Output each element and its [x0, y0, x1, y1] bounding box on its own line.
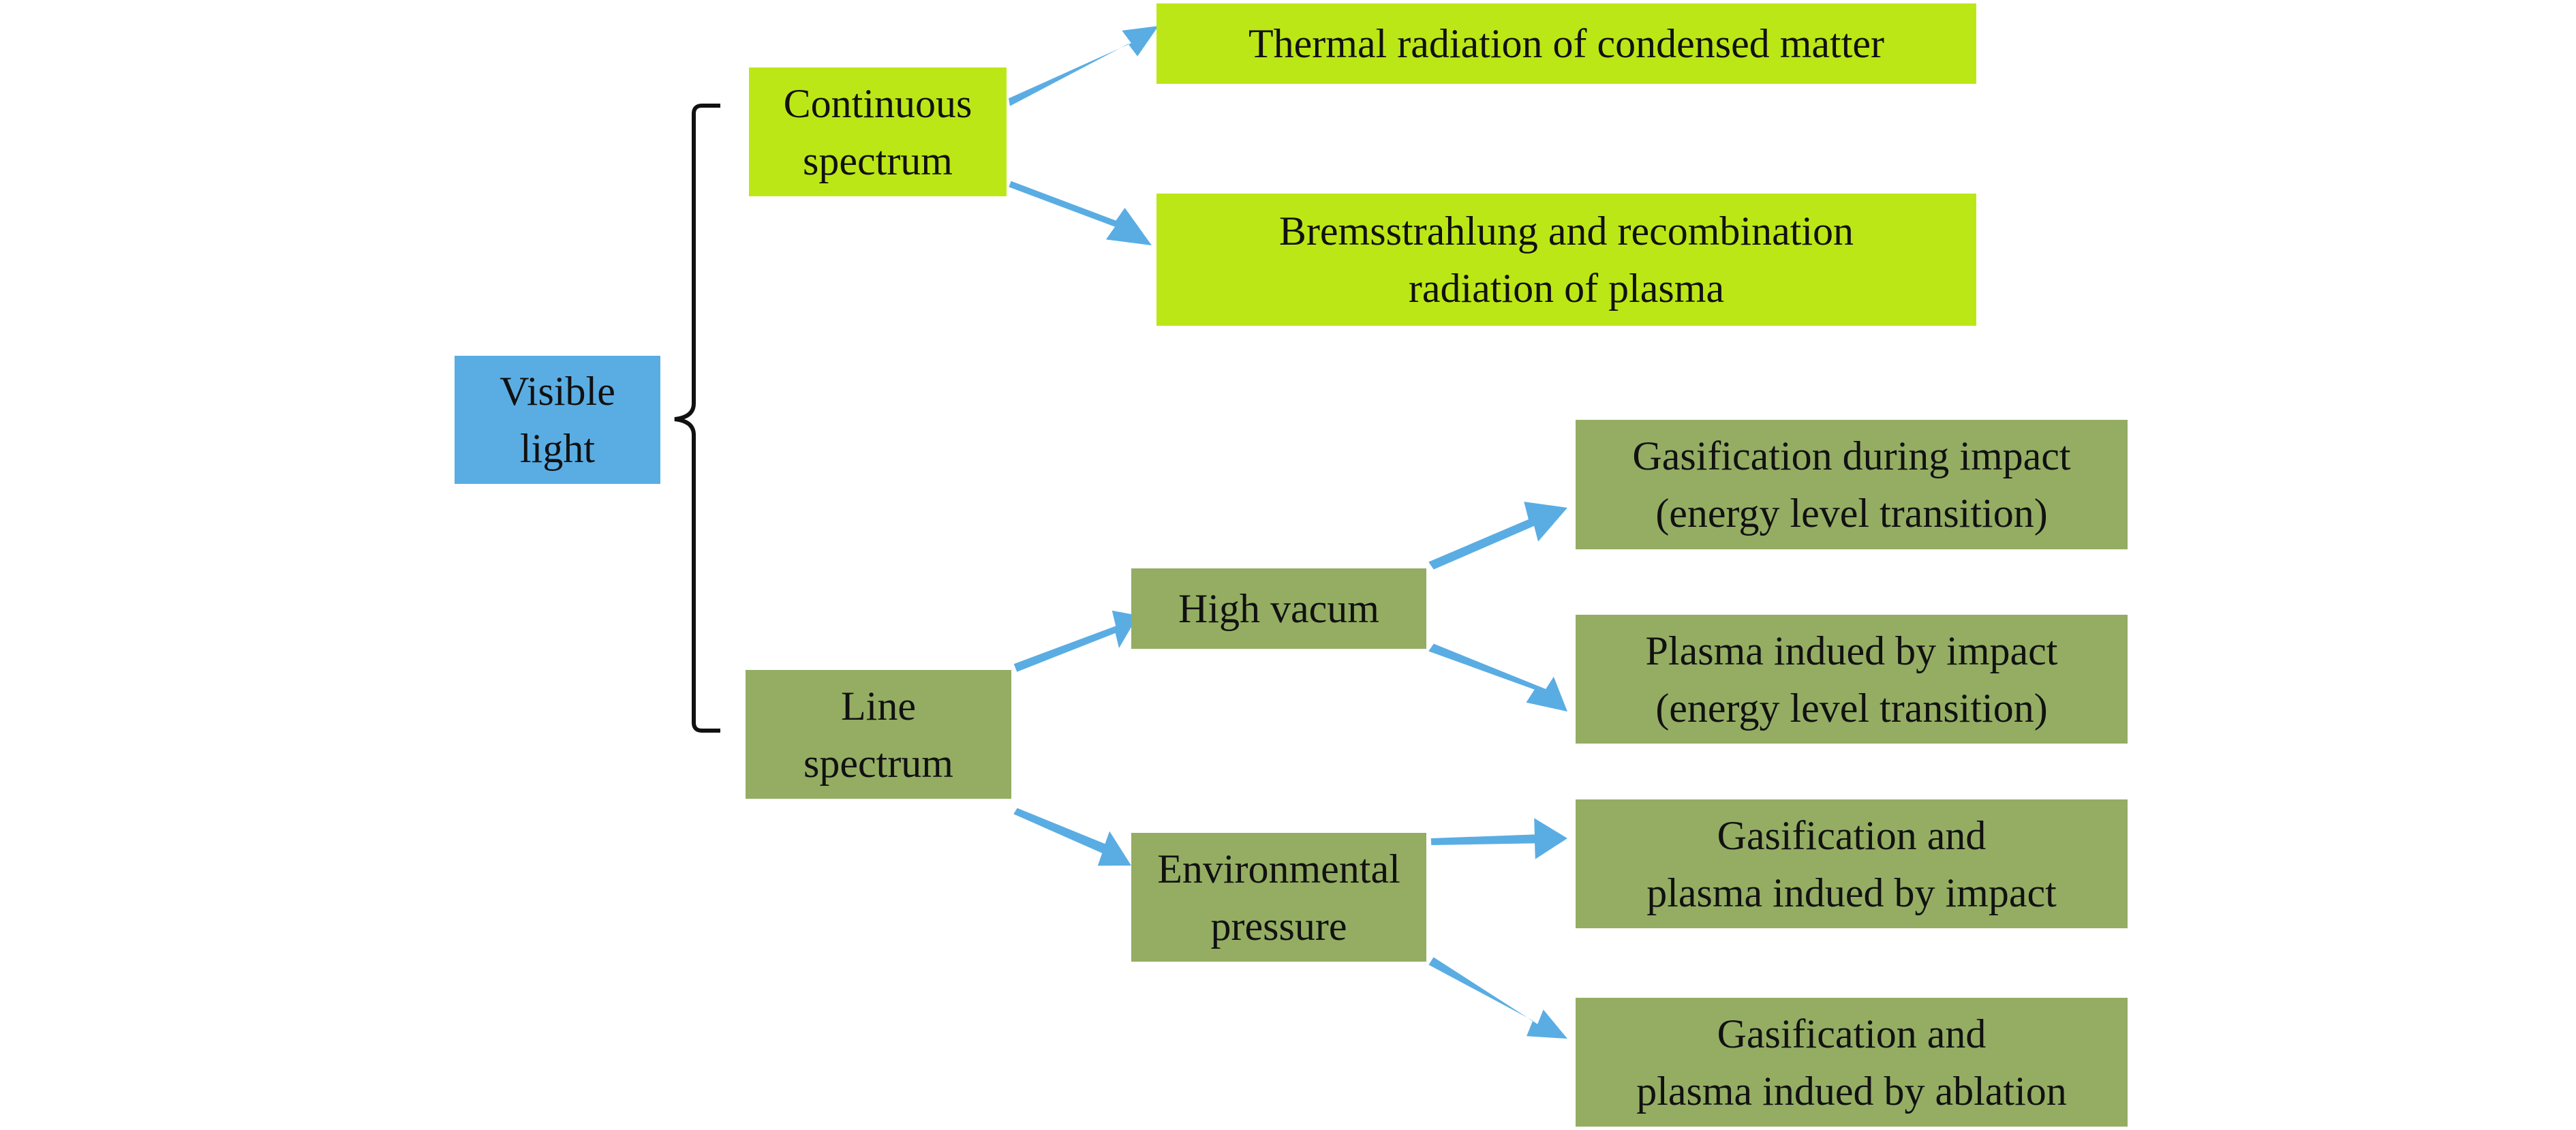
- arrow-continuous-to-bremsstrahlung: [1009, 181, 1152, 245]
- visible-light-node: Visible light: [455, 356, 660, 484]
- arrow-environmental-to-gasification-plasma-ablation: [1428, 957, 1567, 1039]
- arrow-high-vacum-to-gasification-during-impact: [1428, 502, 1567, 570]
- gasification-plasma-impact-node: Gasification and plasma indued by impact: [1576, 799, 2128, 928]
- continuous-spectrum-node: Continuous spectrum: [749, 67, 1007, 196]
- gasification-during-impact-node: Gasification during impact (energy level…: [1576, 420, 2128, 549]
- bremsstrahlung-node: Bremsstrahlung and recombination radiati…: [1156, 194, 1976, 326]
- environmental-pressure-node: Environmental pressure: [1131, 833, 1426, 962]
- grouping-bracket: [674, 104, 720, 733]
- thermal-radiation-node: Thermal radiation of condensed matter: [1156, 3, 1976, 84]
- high-vacum-node: High vacum: [1131, 568, 1426, 649]
- arrow-environmental-to-gasification-plasma-impact: [1430, 818, 1567, 859]
- line-spectrum-node: Line spectrum: [746, 670, 1011, 799]
- gasification-plasma-ablation-node: Gasification and plasma indued by ablati…: [1576, 998, 2128, 1127]
- arrow-continuous-to-thermal: [1009, 26, 1159, 106]
- arrow-high-vacum-to-plasma-indued: [1428, 643, 1567, 712]
- arrow-line-to-environmental: [1013, 808, 1131, 866]
- arrow-line-to-high-vacum: [1013, 610, 1138, 672]
- plasma-indued-by-impact-node: Plasma indued by impact (energy level tr…: [1576, 615, 2128, 744]
